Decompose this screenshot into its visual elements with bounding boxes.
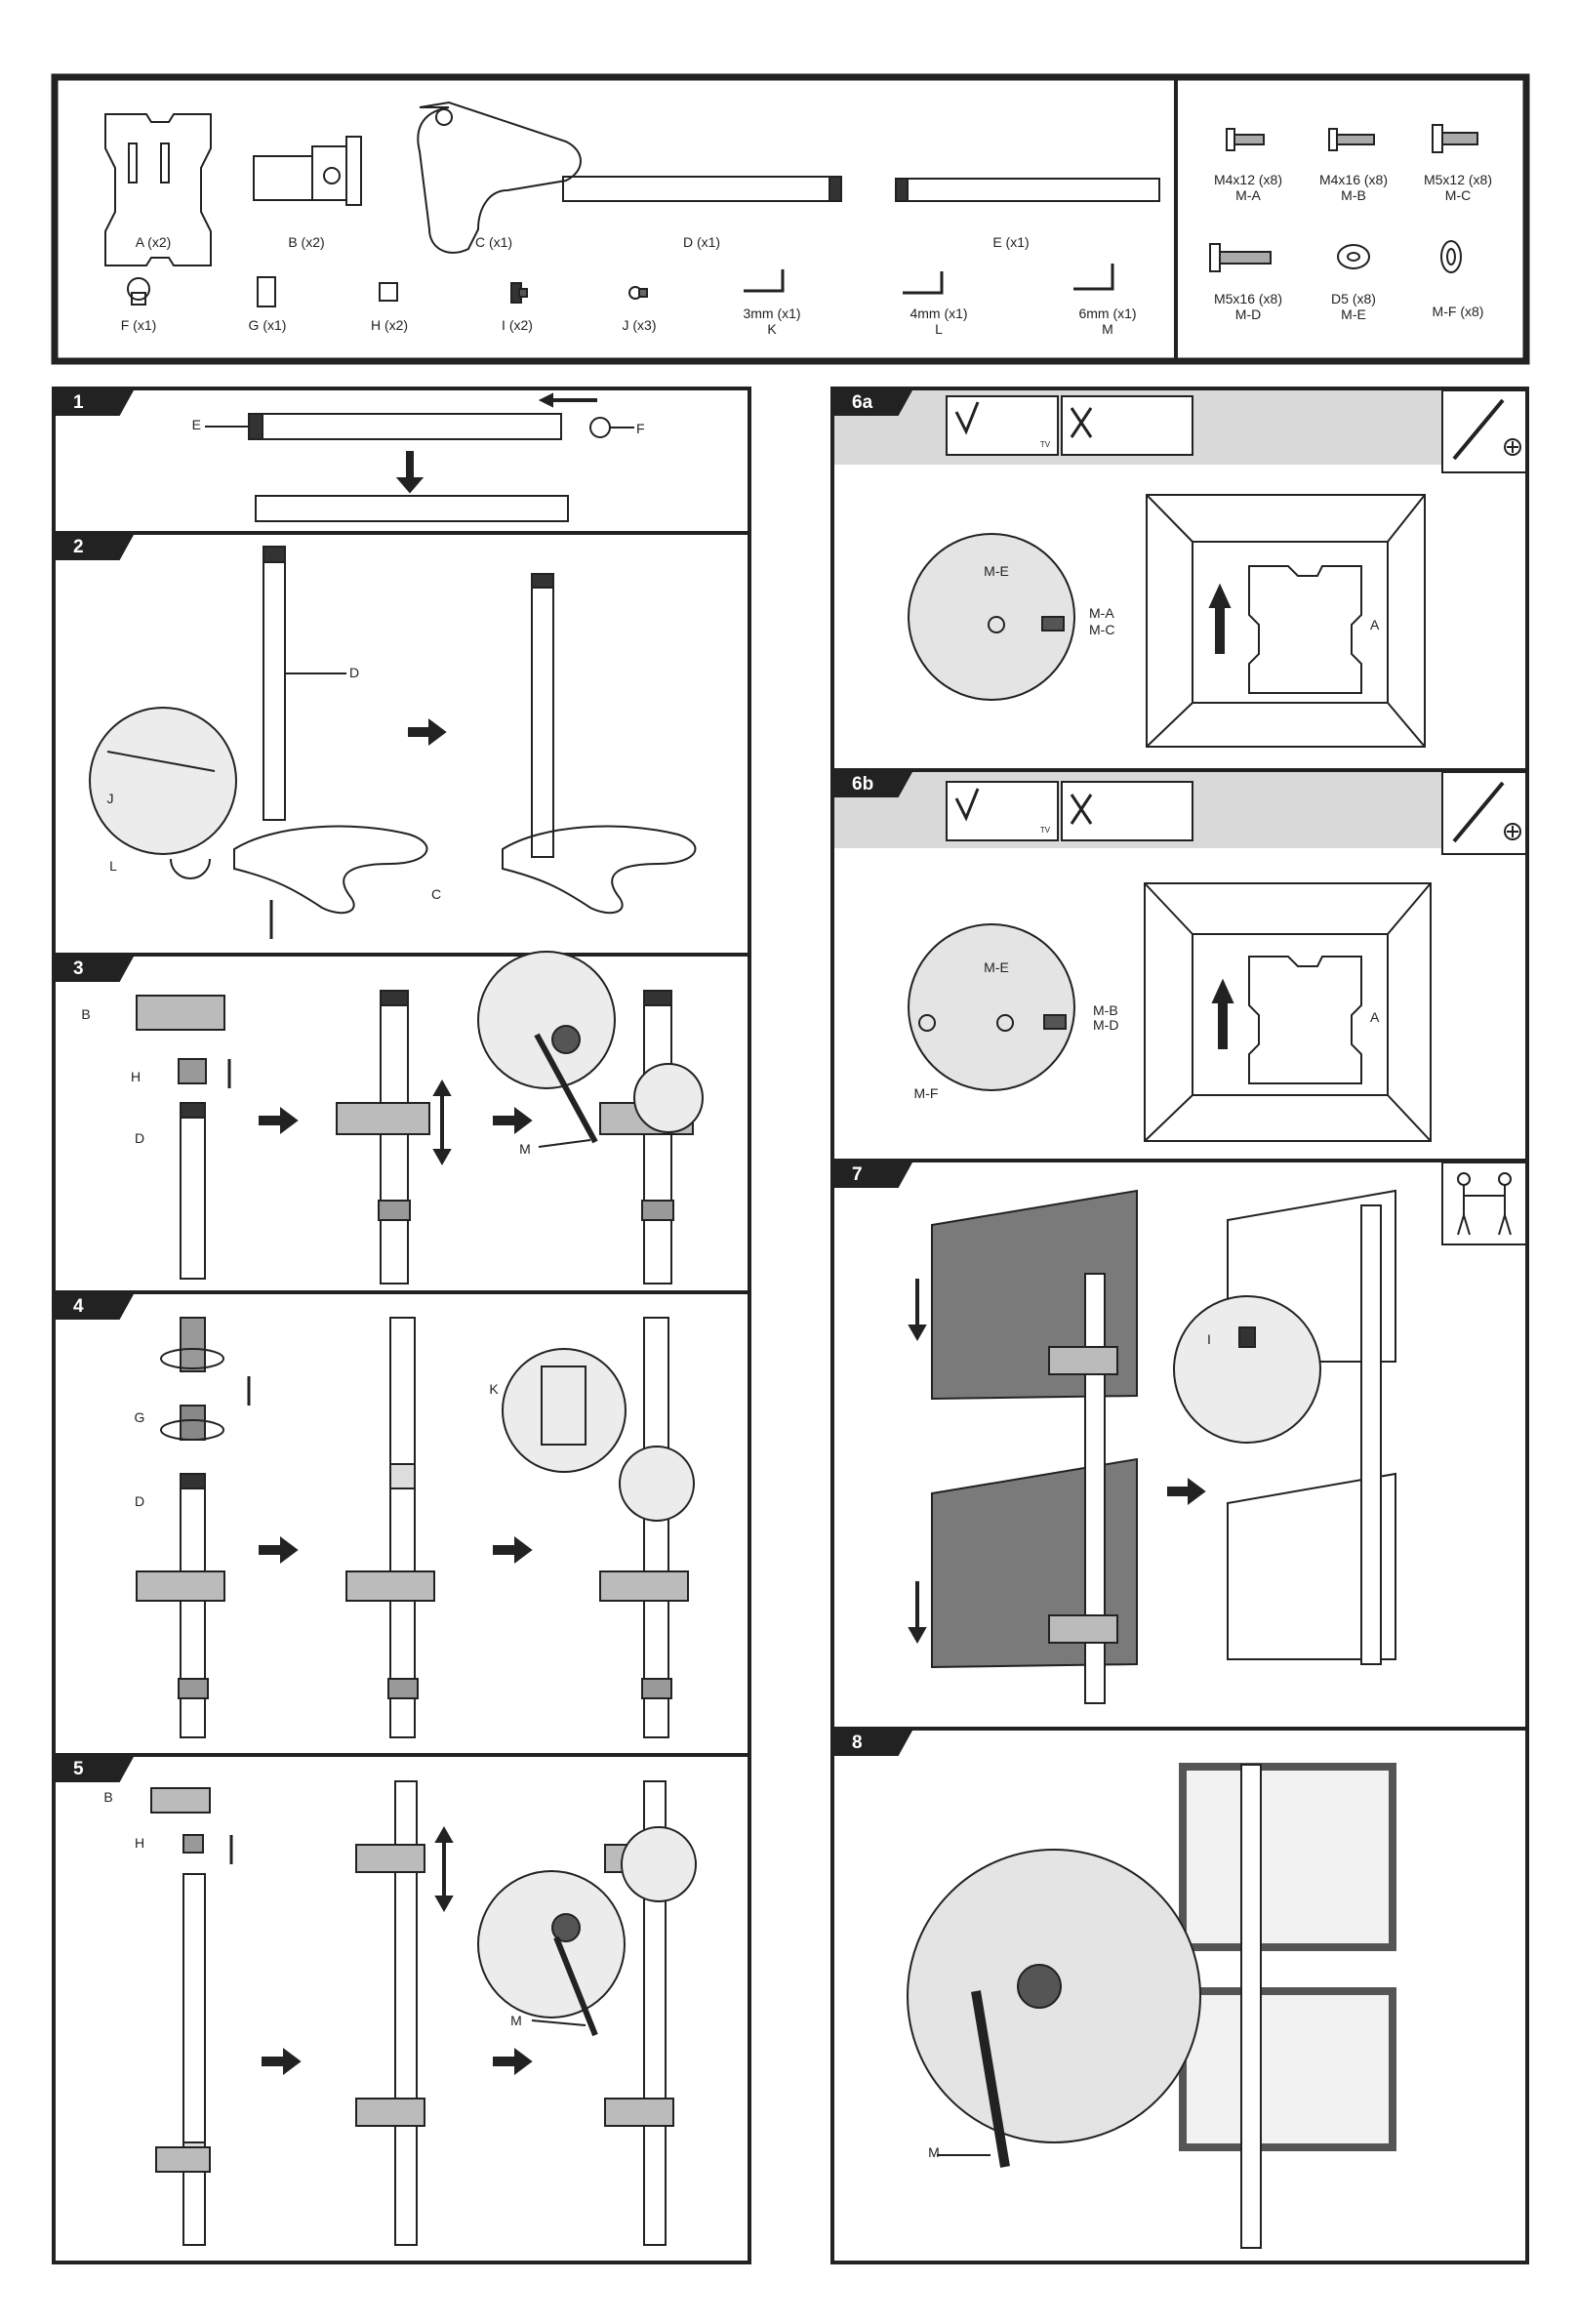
step7-illustration [910,1162,1526,1703]
callout-g: G [135,1409,145,1425]
callout-d: D [349,665,359,680]
part-m-code: M [1102,321,1113,337]
part-l-code: L [935,321,943,337]
callout-h: H [135,1835,144,1851]
part-e-label: E (x1) [992,234,1029,250]
part-a-label: A (x2) [136,234,172,250]
two-person-lift-icon [1458,1173,1511,1235]
callout-d: D [135,1493,144,1509]
part-b-label: B (x2) [288,234,324,250]
step1-illustration [205,394,634,521]
part-h-label: H (x2) [371,317,408,333]
callout-a: A [1370,1009,1379,1025]
callout-e: E [192,417,201,432]
part-l-label: 4mm (x1) [910,306,967,321]
callout-f: F [636,421,645,436]
hw-ma-code: M-A [1235,187,1261,203]
step3-illustration [137,952,703,1284]
part-j-label: J (x3) [623,317,657,333]
callout-m: M [510,2013,522,2028]
part-d-pole-icon [563,177,841,201]
callout-me: M-E [984,959,1009,975]
callout-b: B [103,1789,112,1805]
hw-md-code: M-D [1235,306,1261,322]
callout-h: H [131,1069,141,1084]
callout-d: D [135,1130,144,1146]
callout-l: L [109,858,117,874]
part-d-label: D (x1) [683,234,720,250]
callout-mc: M-C [1089,622,1114,637]
callout-m: M [519,1141,531,1157]
part-k-code: K [767,321,776,337]
callout-ma: M-A [1089,605,1114,621]
hw-mf-code: M-F (x8) [1433,304,1484,319]
callout-a: A [1370,617,1379,632]
part-i-label: I (x2) [502,317,533,333]
callout-me: M-E [984,563,1009,579]
part-m-label: 6mm (x1) [1078,306,1136,321]
part-i-thumbscrew-icon [511,283,527,303]
callout-mf: M-F [914,1085,939,1101]
part-c-base-icon [418,102,581,253]
part-f-cap-icon [128,278,149,305]
part-k-label: 3mm (x1) [743,306,800,321]
callout-b: B [81,1006,90,1022]
hw-mc-size: M5x12 (x8) [1424,172,1492,187]
tv-tag: TV [1040,823,1050,838]
callout-md: M-D [1093,1017,1118,1033]
part-c-label: C (x1) [475,234,512,250]
callout-i: I [1207,1331,1211,1347]
callout-m: M [928,2144,940,2160]
callout-mb: M-B [1093,1002,1118,1018]
step2-illustration [90,547,695,939]
hw-mb-code: M-B [1341,187,1366,203]
part-g-sleeve-icon [258,277,275,306]
part-h-collar-icon [380,283,397,301]
part-g-label: G (x1) [249,317,287,333]
step8-illustration [908,1765,1393,2248]
callout-k: K [489,1381,498,1397]
part-j-screw-icon [629,287,647,299]
hw-me-size: D5 (x8) [1331,291,1376,306]
part-b-clamp-icon [254,137,361,205]
allen-keys-icon [744,264,1112,293]
part-e-pole-icon [896,179,1159,201]
part-f-label: F (x1) [121,317,157,333]
step5-illustration [151,1781,696,2245]
hw-me-code: M-E [1341,306,1366,322]
callout-j: J [107,791,114,806]
hw-md-size: M5x16 (x8) [1214,291,1282,306]
callout-c: C [431,886,441,902]
hw-ma-size: M4x12 (x8) [1214,172,1282,187]
hw-mc-code: M-C [1445,187,1471,203]
step6a-illustration [834,390,1526,747]
hw-mb-size: M4x16 (x8) [1319,172,1388,187]
tv-tag: TV [1040,437,1050,453]
step4-illustration [137,1318,694,1737]
left-steps-frame [54,388,749,2263]
